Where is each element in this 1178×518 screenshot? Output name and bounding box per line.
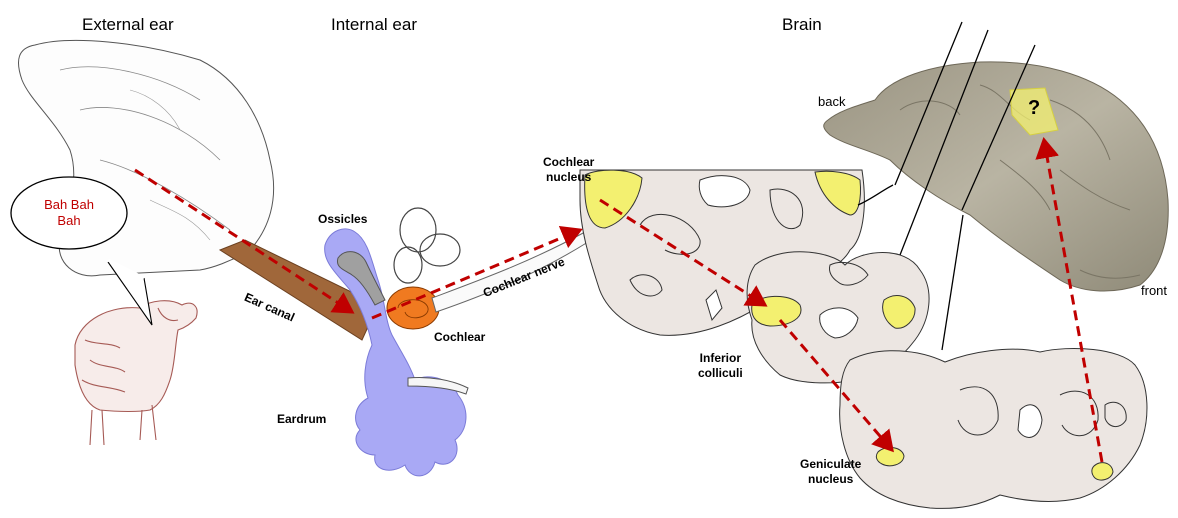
cochlear-nerve-shape xyxy=(432,232,588,312)
label-ossicles: Ossicles xyxy=(318,212,367,227)
label-geniculate-nucleus: Geniculate nucleus xyxy=(800,457,861,487)
sheep-illustration xyxy=(75,301,197,445)
label-cochlear-nucleus: Cochlear nucleus xyxy=(543,155,594,185)
brainstem-section-geniculate xyxy=(840,348,1147,508)
speech-line-2: Bah xyxy=(36,213,102,229)
label-back: back xyxy=(818,94,845,109)
label-cochlear: Cochlear xyxy=(434,330,485,345)
label-cochlear-nucleus-line2: nucleus xyxy=(543,170,594,185)
speech-bubble-text: Bah Bah Bah xyxy=(36,197,102,229)
speech-line-1: Bah Bah xyxy=(36,197,102,213)
label-inferior-colliculi: Inferior colliculi xyxy=(698,351,743,381)
header-external-ear: External ear xyxy=(82,15,174,35)
label-geniculate-nucleus-line1: Geniculate xyxy=(800,457,861,472)
header-internal-ear: Internal ear xyxy=(331,15,417,35)
label-eardrum: Eardrum xyxy=(277,412,326,427)
label-cochlear-nucleus-line1: Cochlear xyxy=(543,155,594,170)
semicircular-canals-drawing xyxy=(394,208,460,283)
label-inferior-colliculi-line2: colliculi xyxy=(698,366,743,381)
label-front: front xyxy=(1141,283,1167,298)
label-inferior-colliculi-line1: Inferior xyxy=(698,351,743,366)
label-geniculate-nucleus-line2: nucleus xyxy=(800,472,861,487)
header-brain: Brain xyxy=(782,15,822,35)
label-unknown-region: ? xyxy=(1028,97,1040,120)
